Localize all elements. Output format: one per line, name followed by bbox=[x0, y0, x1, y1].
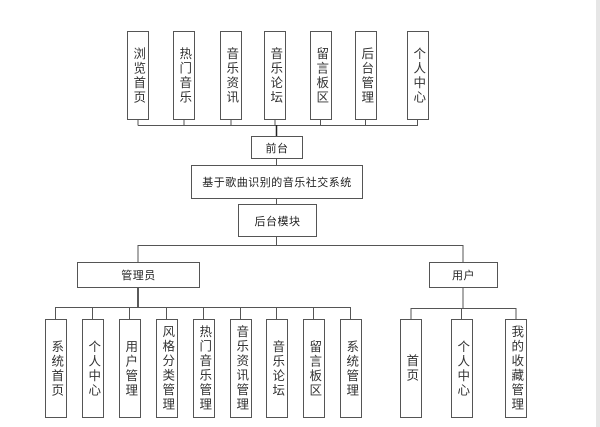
user-module-box: 首页 bbox=[400, 319, 422, 418]
front-module-box: 后台管理 bbox=[355, 31, 377, 120]
admin-module-box: 个人中心 bbox=[82, 319, 104, 418]
admin-module-box: 风格分类管理 bbox=[156, 319, 178, 418]
admin-module-box: 热门音乐管理 bbox=[193, 319, 215, 418]
front-module-box: 音乐论坛 bbox=[264, 31, 286, 120]
admin-module-box: 系统首页 bbox=[45, 319, 67, 418]
admin-node: 管理员 bbox=[77, 262, 200, 288]
backend-node: 后台模块 bbox=[238, 204, 317, 237]
admin-module-box: 系统管理 bbox=[340, 319, 362, 418]
admin-module-box: 用户管理 bbox=[119, 319, 141, 418]
user-module-box: 我的收藏管理 bbox=[505, 319, 527, 418]
front-module-box: 热门音乐 bbox=[173, 31, 195, 120]
user-module-box: 个人中心 bbox=[451, 319, 473, 418]
admin-module-box: 留言板区 bbox=[303, 319, 325, 418]
front-module-box: 留言板区 bbox=[310, 31, 332, 120]
admin-module-box: 音乐资讯管理 bbox=[230, 319, 252, 418]
page-edge-strip bbox=[596, 0, 600, 427]
system-root-node: 基于歌曲识别的音乐社交系统 bbox=[191, 165, 363, 199]
front-module-box: 浏览首页 bbox=[127, 31, 149, 120]
frontend-node: 前台 bbox=[251, 136, 303, 159]
front-module-box: 音乐资讯 bbox=[220, 31, 242, 120]
user-node: 用户 bbox=[429, 262, 498, 288]
admin-module-box: 音乐论坛 bbox=[266, 319, 288, 418]
front-module-box: 个人中心 bbox=[407, 31, 429, 120]
